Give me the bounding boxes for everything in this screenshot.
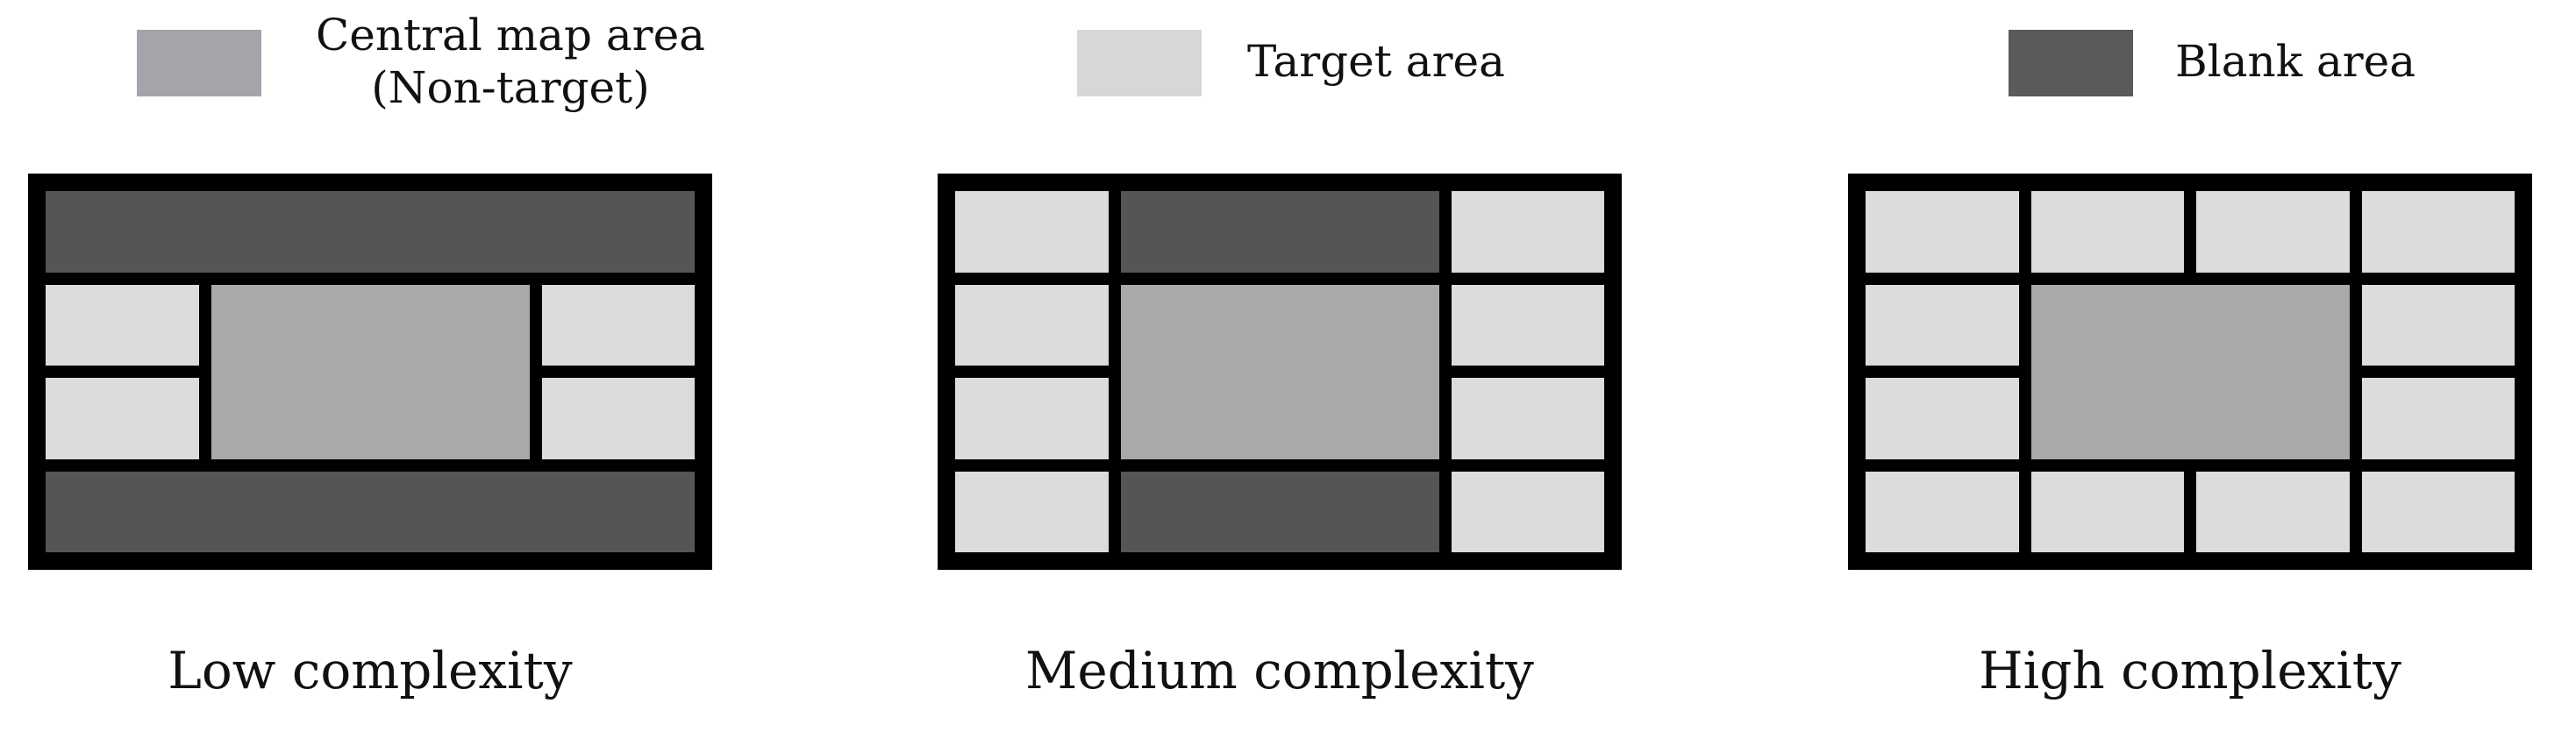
legend-swatch-blank bbox=[2009, 30, 2133, 96]
target-area-cell bbox=[2361, 471, 2515, 552]
central-area-cell bbox=[211, 284, 530, 459]
target-area-cell bbox=[955, 471, 1109, 552]
target-area-cell bbox=[541, 378, 695, 459]
blank-area-cell bbox=[1120, 191, 1439, 273]
target-area-cell bbox=[2361, 284, 2515, 366]
target-area-cell bbox=[2030, 191, 2184, 273]
target-area-cell bbox=[541, 284, 695, 366]
diagram-medium-complexity bbox=[938, 174, 1622, 570]
target-area-cell bbox=[955, 378, 1109, 459]
target-area-cell bbox=[1866, 191, 2019, 273]
target-area-cell bbox=[2030, 471, 2184, 552]
target-area-cell bbox=[2361, 378, 2515, 459]
target-area-cell bbox=[955, 191, 1109, 273]
target-area-cell bbox=[2196, 471, 2350, 552]
blank-area-cell bbox=[46, 471, 695, 552]
legend-label-central-line2: (Non-target) bbox=[371, 62, 650, 113]
caption-medium-complexity: Medium complexity bbox=[1025, 641, 1534, 700]
legend-label-blank: Blank area bbox=[2175, 36, 2416, 87]
target-area-cell bbox=[1866, 378, 2019, 459]
target-area-cell bbox=[46, 284, 199, 366]
blank-area-cell bbox=[1120, 471, 1439, 552]
central-area-cell bbox=[2030, 284, 2350, 459]
diagram-high-complexity bbox=[1848, 174, 2532, 570]
legend-label-target: Target area bbox=[1247, 36, 1505, 87]
blank-area-cell bbox=[46, 191, 695, 273]
legend-swatch-target bbox=[1077, 30, 1202, 96]
target-area-cell bbox=[1451, 471, 1604, 552]
target-area-cell bbox=[1866, 284, 2019, 366]
target-area-cell bbox=[2196, 191, 2350, 273]
target-area-cell bbox=[1451, 378, 1604, 459]
legend-label-central-line1: Central map area bbox=[316, 10, 705, 60]
central-area-cell bbox=[1120, 284, 1439, 459]
legend-swatch-central bbox=[137, 30, 261, 96]
target-area-cell bbox=[2361, 191, 2515, 273]
target-area-cell bbox=[1866, 471, 2019, 552]
target-area-cell bbox=[955, 284, 1109, 366]
target-area-cell bbox=[1451, 191, 1604, 273]
diagram-low-complexity bbox=[28, 174, 712, 570]
legend-label-central: Central map area (Non-target) bbox=[316, 9, 705, 114]
caption-low-complexity: Low complexity bbox=[168, 641, 573, 700]
target-area-cell bbox=[46, 378, 199, 459]
caption-high-complexity: High complexity bbox=[1979, 641, 2401, 700]
target-area-cell bbox=[1451, 284, 1604, 366]
